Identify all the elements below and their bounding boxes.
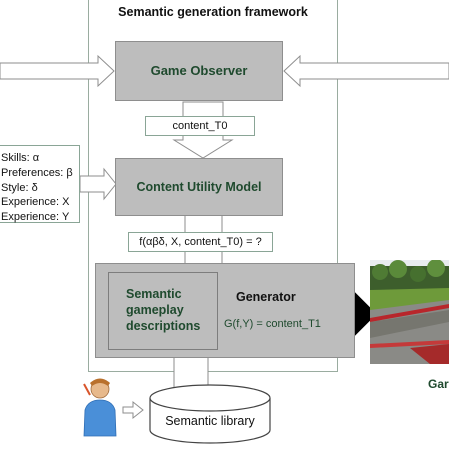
- params-arrow: [79, 167, 117, 201]
- user-icon: [83, 378, 117, 437]
- generator-label: Generator: [236, 290, 296, 304]
- content-t0-label: content_T0: [145, 116, 255, 136]
- user-arrow: [122, 400, 144, 420]
- param-skills: Skills: α: [1, 152, 40, 164]
- param-experience-y: Experience: Y: [1, 211, 70, 224]
- content-utility-model-box: Content Utility Model: [115, 158, 283, 216]
- game-caption: Gar: [428, 377, 449, 391]
- semantic-line-2: gameplay: [126, 303, 184, 317]
- observer-left-arrow: [0, 54, 115, 88]
- parameters-box: Skills: α Preferences: β Style: δ Experi…: [0, 145, 80, 223]
- game-observer-box: Game Observer: [115, 41, 283, 101]
- semantic-line-3: descriptions: [126, 319, 201, 333]
- param-preferences: Preferences: β: [1, 166, 73, 179]
- game-observer-label: Game Observer: [150, 63, 248, 78]
- param-style: Style: δ: [1, 181, 38, 194]
- semantic-line-1: Semantic: [126, 287, 182, 301]
- generator-formula: G(f,Y) = content_T1: [224, 318, 321, 330]
- game-screenshot: [370, 260, 449, 364]
- framework-title: Semantic generation framework: [118, 5, 308, 19]
- semantic-library-label: Semantic library: [165, 414, 255, 428]
- content-utility-model-label: Content Utility Model: [136, 180, 262, 194]
- param-experience-x: Experience: X: [1, 196, 70, 209]
- semantic-descriptions-box: Semantic gameplay descriptions: [108, 272, 218, 350]
- observer-right-arrow: [283, 54, 449, 88]
- semantic-library-cylinder: [149, 384, 271, 444]
- formula-box: f(αβδ, X, content_T0) = ?: [128, 232, 273, 252]
